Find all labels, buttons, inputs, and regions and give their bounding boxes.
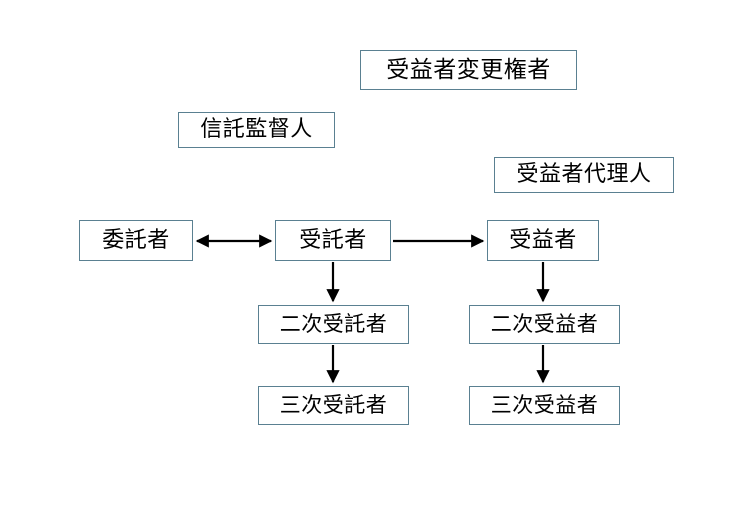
node-settlor: 委託者	[79, 220, 193, 261]
node-label: 信託監督人	[200, 117, 313, 142]
node-label: 三次受託者	[279, 393, 388, 417]
node-label: 受益者変更権者	[386, 56, 551, 83]
node-label: 受益者	[509, 227, 577, 253]
node-beneficiary-change-holder: 受益者変更権者	[360, 50, 577, 90]
node-trust-supervisor: 信託監督人	[178, 112, 335, 148]
node-beneficiary-agent: 受益者代理人	[494, 157, 674, 193]
node-tertiary-beneficiary: 三次受益者	[469, 386, 620, 425]
node-label: 三次受益者	[490, 393, 599, 417]
node-label: 受託者	[299, 227, 367, 253]
node-label: 二次受託者	[279, 312, 388, 336]
node-label: 受益者代理人	[516, 162, 652, 187]
node-label: 二次受益者	[490, 312, 599, 336]
node-label: 委託者	[102, 227, 170, 253]
node-secondary-trustee: 二次受託者	[258, 305, 409, 344]
node-trustee: 受託者	[275, 220, 391, 261]
node-beneficiary: 受益者	[487, 220, 599, 261]
node-tertiary-trustee: 三次受託者	[258, 386, 409, 425]
node-secondary-beneficiary: 二次受益者	[469, 305, 620, 344]
